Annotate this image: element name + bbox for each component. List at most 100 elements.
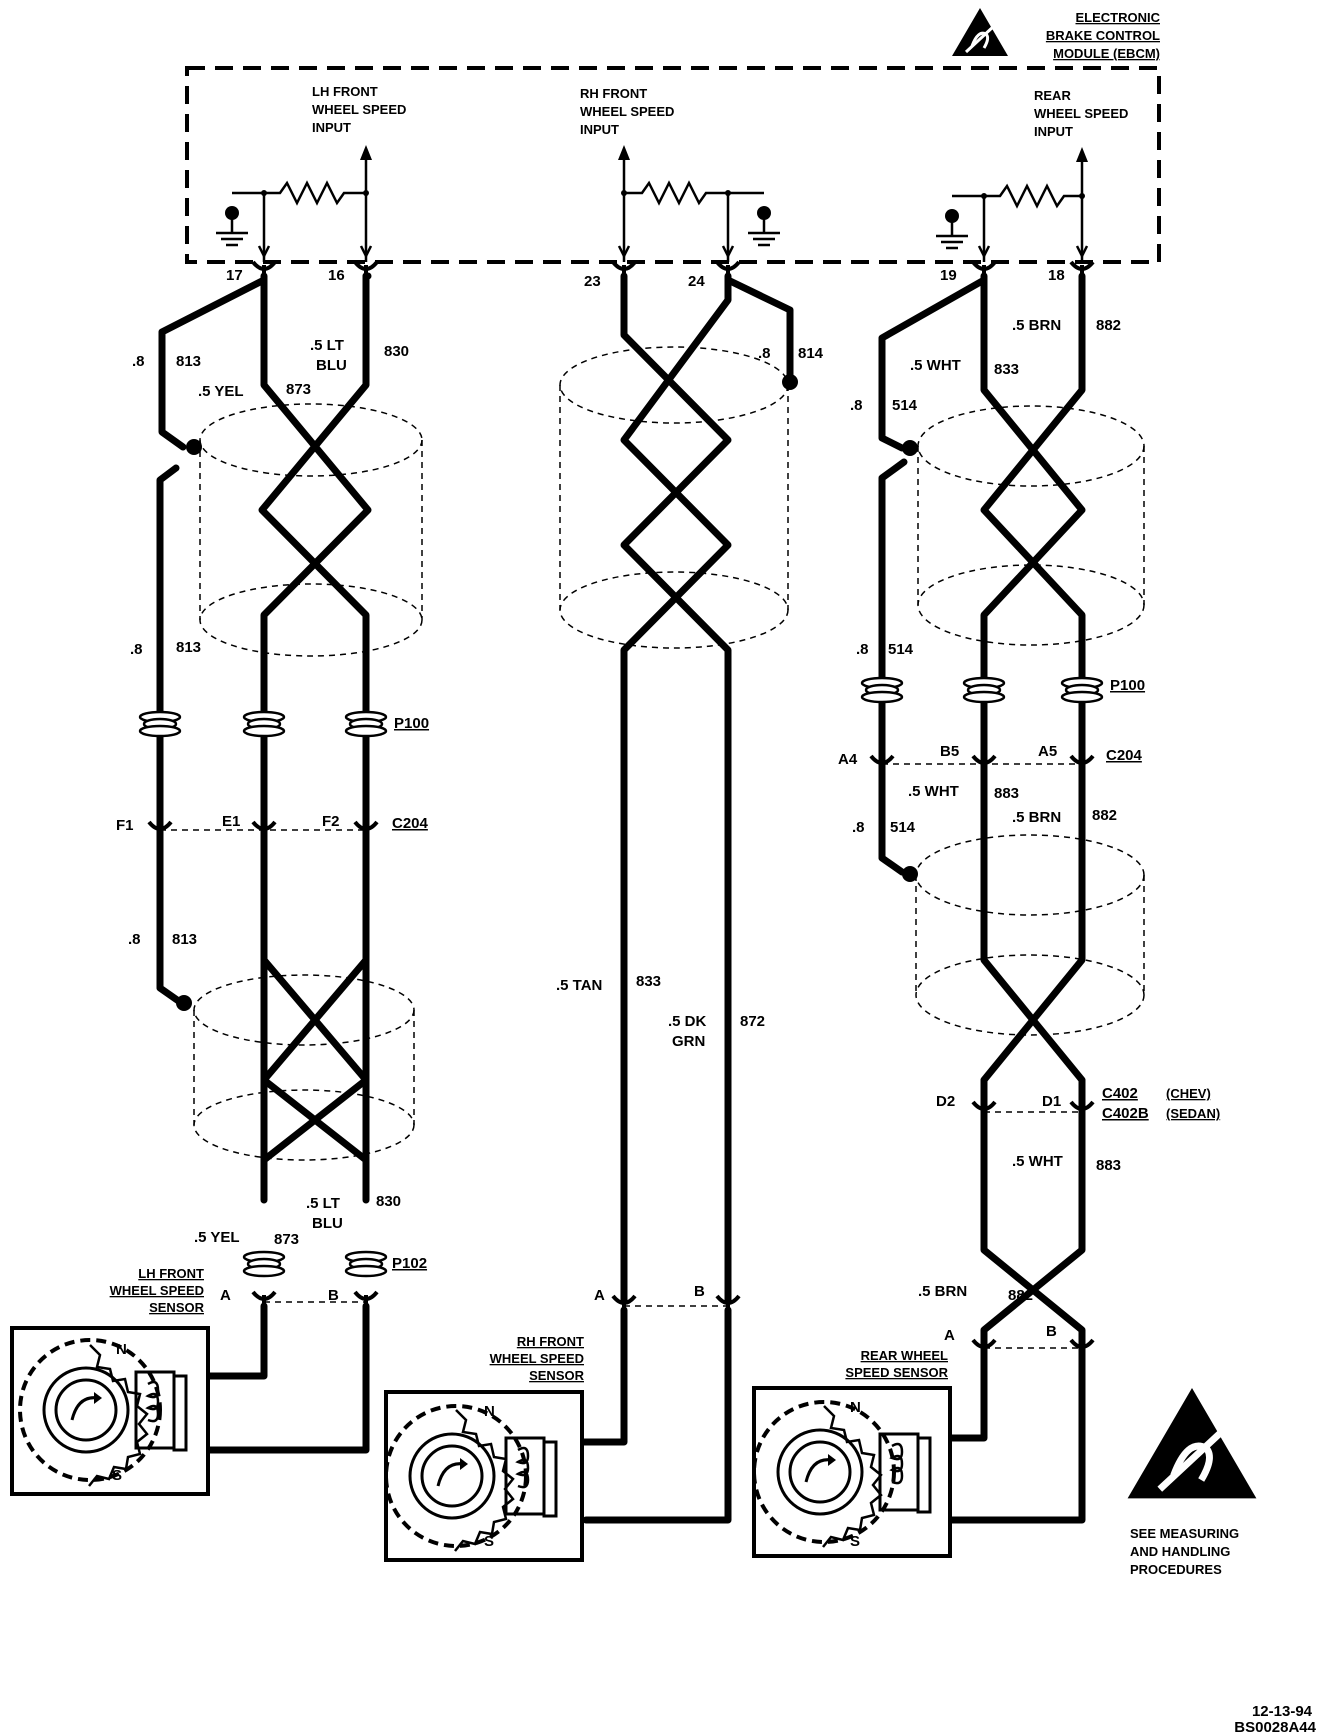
lh-input-line3: INPUT: [312, 120, 351, 135]
rear-c402-label: C402: [1102, 1085, 1138, 1102]
rh-872-gauge-b: GRN: [672, 1033, 705, 1050]
lh-813-circuit-2: 813: [176, 639, 201, 656]
lh-e1-label: E1: [222, 813, 240, 830]
lh-wire-813-top: [158, 276, 268, 451]
lh-c204-label: C204: [392, 815, 429, 832]
rh-833-circuit: 833: [636, 973, 661, 990]
rear-sensor-line2: SPEED SENSOR: [845, 1365, 948, 1380]
lh-grommet-813: [138, 710, 182, 738]
rear-883-gauge-2: .5 WHT: [1012, 1153, 1063, 1170]
lh-830-gauge-2: .5 LT: [306, 1195, 340, 1212]
rear-883-gauge-1: .5 WHT: [908, 783, 959, 800]
rh-sensor-wire-b: [582, 1306, 732, 1524]
rh-wire-872: [620, 272, 732, 1304]
rh-wire-814: [724, 276, 794, 386]
rear-sensor-line1: REAR WHEEL: [861, 1348, 948, 1363]
rear-882-circuit-2: 882: [1092, 807, 1117, 824]
rear-shield-drain-2: [902, 866, 918, 882]
lh-grommet-873-lower: [242, 1250, 286, 1278]
rear-c204-label: C204: [1106, 747, 1143, 764]
esd-note-line2: AND HANDLING: [1130, 1544, 1230, 1559]
rear-sensor-s-pole: S: [850, 1533, 860, 1550]
lh-wire-830: [258, 272, 370, 1204]
lh-pin-a-label: A: [220, 1287, 231, 1304]
esd-measuring-icon: [1128, 1388, 1257, 1498]
rear-sensor-wire-b: [948, 1350, 1086, 1524]
rear-chev-note: (CHEV): [1166, 1086, 1211, 1101]
lh-grommet-830-lower: [344, 1250, 388, 1278]
esd-note-line1: SEE MEASURING: [1130, 1526, 1239, 1541]
rh-814-circuit: 814: [798, 345, 824, 362]
lh-wire-873: [260, 272, 372, 1204]
lh-f2-label: F2: [322, 813, 340, 830]
lh-twist-lower-a: [260, 956, 370, 1164]
rear-input-line1: REAR: [1034, 88, 1071, 103]
lh-sensor-line2: WHEEL SPEED: [110, 1283, 204, 1298]
rear-883-circuit-2: 883: [1096, 1157, 1121, 1174]
rh-872-gauge: .5 DK: [668, 1013, 707, 1030]
lh-input-line2: WHEEL SPEED: [312, 102, 406, 117]
lh-grommet-830: [344, 710, 388, 738]
rh-sensor-line2: WHEEL SPEED: [490, 1351, 584, 1366]
rear-sensor-wire-a: [936, 1350, 988, 1442]
lh-813-gauge-1: .8: [132, 353, 145, 370]
rh-872-circuit: 872: [740, 1013, 765, 1030]
rh-814-gauge: .8: [758, 345, 771, 362]
pin-19-label: 19: [940, 267, 957, 284]
rear-882-gauge-3: .5 BRN: [918, 1283, 967, 1300]
rear-pin-a-label: A: [944, 1327, 955, 1344]
rear-c402b-label: C402B: [1102, 1105, 1149, 1122]
lh-shield-drain-2: [176, 995, 192, 1011]
rh-sensor-line3: SENSOR: [529, 1368, 585, 1383]
lh-sensor-s-pole: S: [112, 1467, 122, 1484]
lh-873-circuit-1: 873: [286, 381, 311, 398]
lh-shield-2: [193, 974, 415, 1161]
rh-wire-833: [620, 272, 732, 1304]
rear-input-line2: WHEEL SPEED: [1034, 106, 1128, 121]
rear-grommet-883: [962, 676, 1006, 704]
lh-twist-lower-b: [260, 956, 370, 1164]
lh-830-circuit-1: 830: [384, 343, 409, 360]
lh-shield-1: [199, 403, 423, 657]
rear-shield-drain-1: [902, 440, 918, 456]
rear-514-circuit-3: 514: [890, 819, 916, 836]
lh-830-gauge-1: .5 LT: [310, 337, 344, 354]
pin-16-label: 16: [328, 267, 345, 284]
lh-813-gauge-2: .8: [130, 641, 143, 658]
rh-shield-drain: [782, 374, 798, 390]
footer-code: BS0028A44: [1234, 1719, 1316, 1736]
rear-sedan-note: (SEDAN): [1166, 1106, 1220, 1121]
rear-internal-circuit: [934, 147, 1089, 262]
rh-input-line3: INPUT: [580, 122, 619, 137]
rear-pin-b-label: B: [1046, 1323, 1057, 1340]
lh-sensor-n-pole: N: [116, 1341, 127, 1358]
rear-514-gauge-2: .8: [856, 641, 869, 658]
lh-813-gauge-3: .8: [128, 931, 141, 948]
lh-sensor-line1: LH FRONT: [138, 1266, 204, 1281]
lh-grommet-873: [242, 710, 286, 738]
lh-830-gauge-1b: BLU: [316, 357, 347, 374]
esd-warning-icon: [950, 6, 1010, 58]
footer-date: 12-13-94: [1252, 1703, 1313, 1720]
rh-internal-circuit: [617, 145, 782, 262]
rear-833-gauge: .5 WHT: [910, 357, 961, 374]
rear-wire-882: [980, 272, 1086, 1364]
lh-830-circuit-2: 830: [376, 1193, 401, 1210]
rh-sensor-wire-a: [564, 1306, 628, 1446]
rh-input-line1: RH FRONT: [580, 86, 647, 101]
lh-sensor-line3: SENSOR: [149, 1300, 205, 1315]
lh-p100-label: P100: [394, 715, 429, 732]
rear-sensor-n-pole: N: [850, 1399, 861, 1416]
rear-882-gauge-2: .5 BRN: [1012, 809, 1061, 826]
esd-note-line3: PROCEDURES: [1130, 1562, 1222, 1577]
ebcm-module-box: [185, 66, 1161, 264]
rh-input-line2: WHEEL SPEED: [580, 104, 674, 119]
rh-833-gauge: .5 TAN: [556, 977, 602, 994]
rear-wheel-speed-sensor: [752, 1386, 952, 1558]
rear-514-gauge-3: .8: [852, 819, 865, 836]
rear-shield-1: [917, 405, 1145, 646]
rear-883-circuit-1: 883: [994, 785, 1019, 802]
rear-882-circuit-3: 882: [1008, 1287, 1033, 1304]
lh-sensor-wire-a: [182, 1302, 268, 1380]
